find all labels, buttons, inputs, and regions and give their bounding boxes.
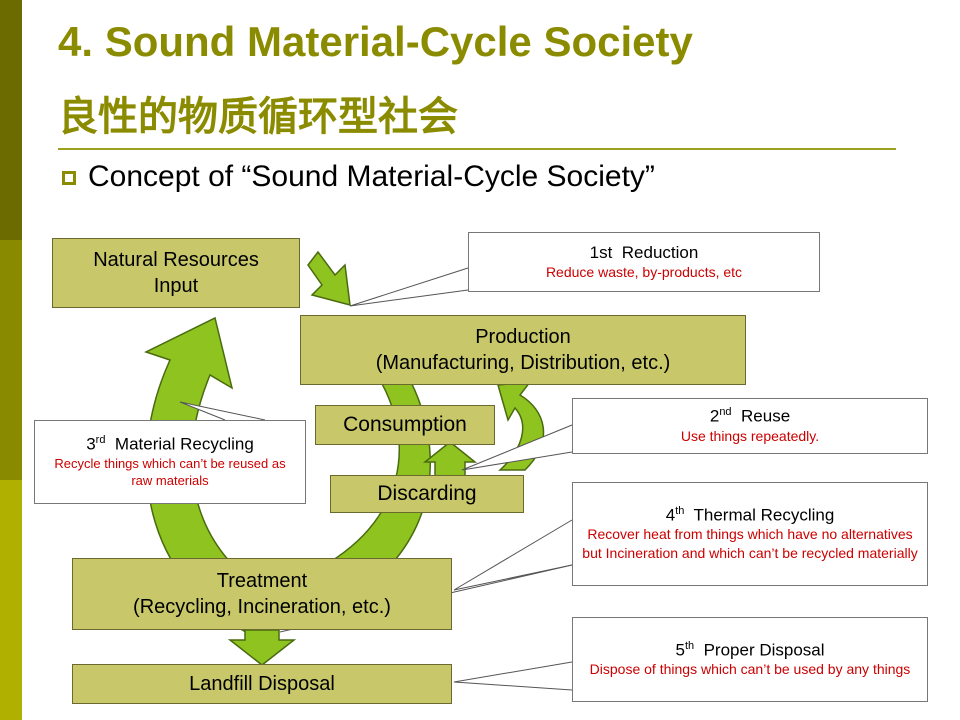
square-bullet-icon xyxy=(62,171,76,185)
reuse-sup: nd xyxy=(719,406,732,419)
production-box: Production (Manufacturing, Distribution,… xyxy=(300,315,746,385)
natural-resources-box: Natural Resources Input xyxy=(52,238,300,308)
reuse-title: 2nd Reuse xyxy=(710,406,790,427)
thermal-pointer xyxy=(453,519,573,591)
landfill-arrow xyxy=(227,629,297,666)
disposal-pointer xyxy=(453,661,573,691)
production-line2: (Manufacturing, Distribution, etc.) xyxy=(375,352,671,374)
slide-subtitle: 良性的物质循环型社会 xyxy=(58,94,458,140)
slide-title: 4. Sound Material-Cycle Society xyxy=(58,18,693,65)
discarding-box: Discarding xyxy=(330,475,524,513)
disposal-title: 5th Proper Disposal xyxy=(675,640,824,661)
material-number: 3 xyxy=(86,434,96,454)
material-sup: rd xyxy=(95,434,106,447)
thermal-recycling-note: 4th Thermal Recycling Recover heat from … xyxy=(572,482,928,586)
material-recycling-note: 3rd Material Recycling Recycle things wh… xyxy=(34,420,306,504)
landfill-box: Landfill Disposal xyxy=(72,664,452,704)
treatment-box: Treatment (Recycling, Incineration, etc.… xyxy=(72,558,452,630)
sidebar-band-middle xyxy=(0,240,22,480)
natural-resources-line2: Input xyxy=(153,275,199,297)
disposal-number: 5 xyxy=(675,640,685,660)
material-pointer xyxy=(179,401,266,421)
disposal-sup: th xyxy=(684,639,695,652)
reduction-title: 1st Reduction xyxy=(590,243,699,263)
material-heading: Material Recycling xyxy=(114,434,254,454)
landfill-label: Landfill Disposal xyxy=(189,673,335,695)
thermal-sup: th xyxy=(675,504,685,517)
input-arrow xyxy=(307,250,351,307)
material-desc: Recycle things which can’t be reused as … xyxy=(54,455,286,489)
bullet-text: Concept of “Sound Material-Cycle Society… xyxy=(88,160,655,193)
discarding-label: Discarding xyxy=(377,482,477,506)
reduction-pointer xyxy=(349,267,469,307)
reduction-number: 1st xyxy=(589,242,613,262)
consumption-label: Consumption xyxy=(343,413,467,437)
reuse-heading: Reuse xyxy=(741,406,791,426)
treatment-line2: (Recycling, Incineration, etc.) xyxy=(133,596,391,618)
disposal-desc: Dispose of things which can’t be used by… xyxy=(589,661,911,678)
reuse-pointer xyxy=(461,424,573,471)
thermal-title: 4th Thermal Recycling xyxy=(666,505,835,526)
reuse-desc: Use things repeatedly. xyxy=(680,427,820,444)
reuse-number: 2 xyxy=(709,406,720,426)
thermal-number: 4 xyxy=(665,505,676,525)
thermal-desc: Recover heat from things which have no a… xyxy=(582,526,918,562)
production-line1: Production xyxy=(475,326,571,348)
decorative-sidebar xyxy=(0,0,22,720)
proper-disposal-note: 5th Proper Disposal Dispose of things wh… xyxy=(572,617,928,702)
sidebar-band-bottom xyxy=(0,480,22,720)
material-title: 3rd Material Recycling xyxy=(86,434,254,455)
treatment-line1: Treatment xyxy=(216,570,308,592)
reduction-heading: Reduction xyxy=(621,242,699,262)
thermal-heading: Thermal Recycling xyxy=(693,505,835,525)
reduction-desc: Reduce waste, by-products, etc xyxy=(545,263,743,280)
title-divider xyxy=(58,148,896,150)
consumption-box: Consumption xyxy=(315,405,495,445)
reuse-note: 2nd Reuse Use things repeatedly. xyxy=(572,398,928,454)
natural-resources-line1: Natural Resources xyxy=(93,249,259,271)
disposal-heading: Proper Disposal xyxy=(703,640,825,660)
reduction-note: 1st Reduction Reduce waste, by-products,… xyxy=(468,232,820,292)
sidebar-band-top xyxy=(0,0,22,240)
reuse-arrow xyxy=(422,441,478,479)
